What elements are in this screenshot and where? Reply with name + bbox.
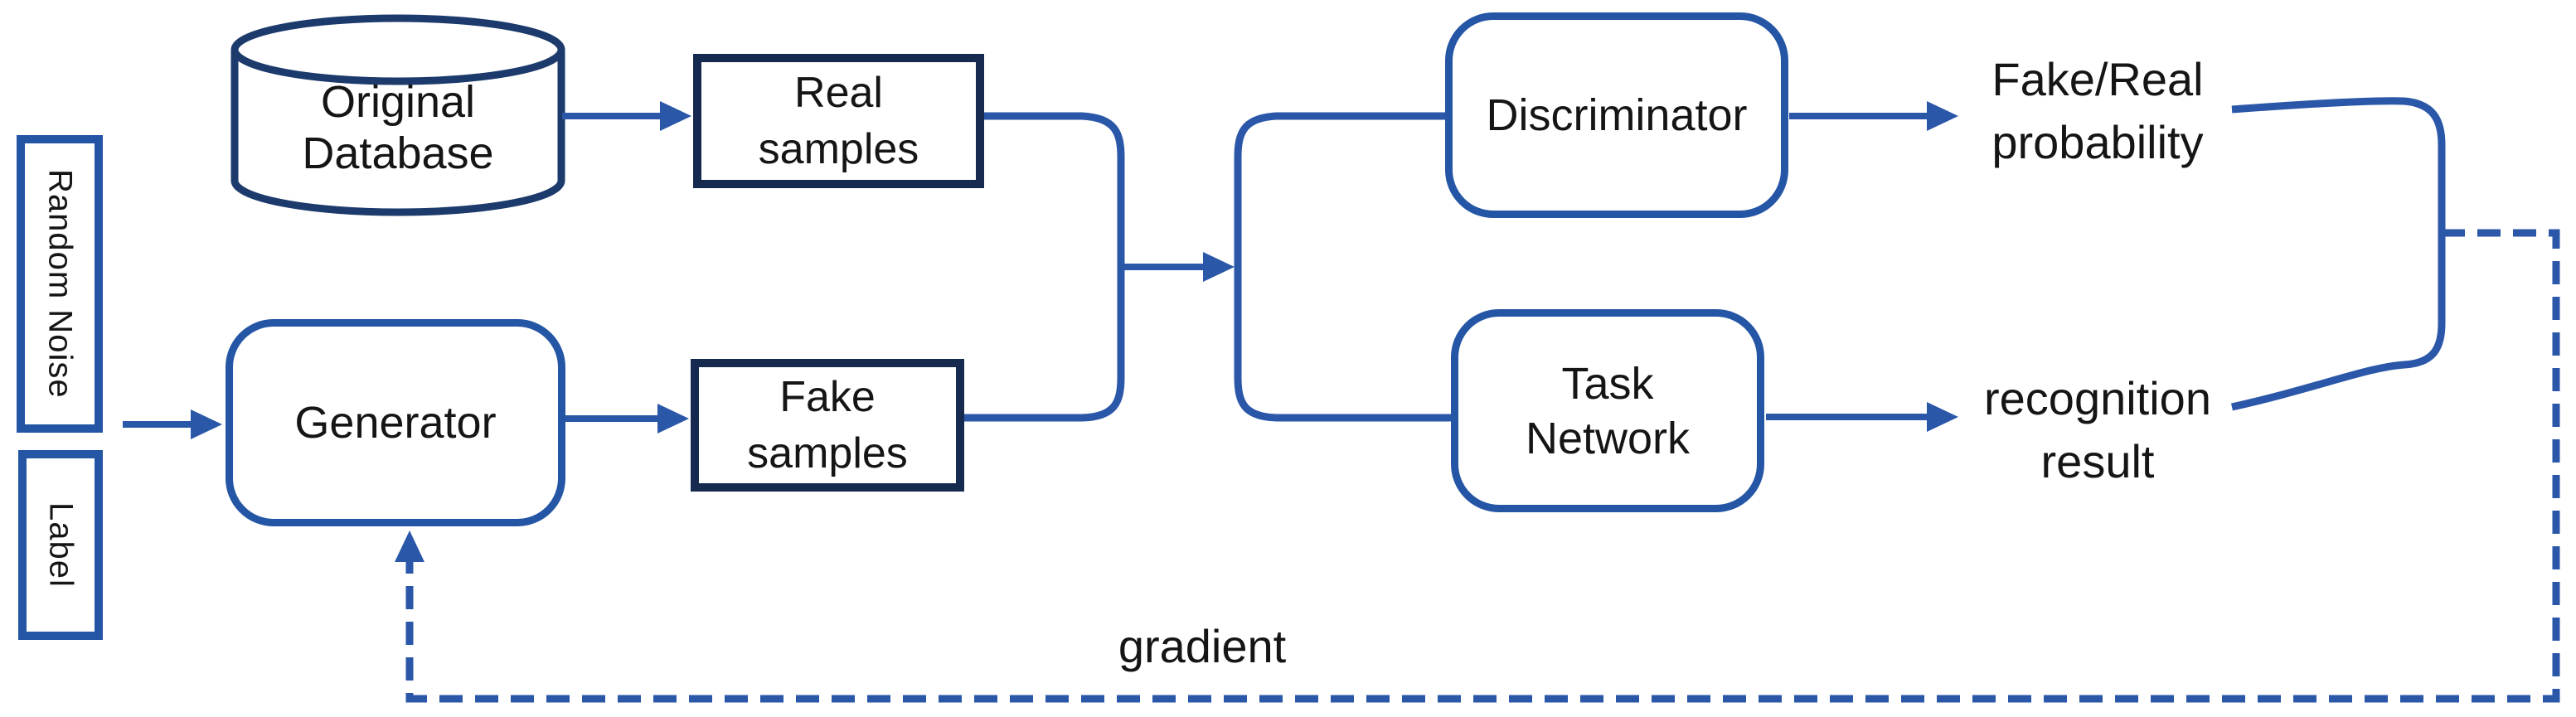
generator-box: Generator — [226, 319, 565, 526]
arrowhead-generator-to-fake-samples — [657, 404, 689, 434]
recognition-result-text: recognition result — [1984, 372, 2211, 487]
merge-bracket-samples — [964, 112, 1125, 422]
arrowhead-discriminator-to-probability — [1927, 101, 1958, 131]
cylinder-top — [230, 14, 565, 85]
fake-real-probability-text: Fake/Real probability — [1991, 53, 2204, 168]
database-cylinder-shape — [230, 14, 565, 216]
random-noise-box: Random Noise — [17, 135, 103, 433]
original-database-label: Original Database — [302, 77, 494, 178]
arrowhead-task-to-result — [1927, 402, 1958, 432]
gradient-label: gradient — [1118, 620, 1287, 672]
arrowhead-noise-to-generator — [191, 409, 222, 439]
merge-bracket-outputs — [2231, 97, 2446, 411]
split-bracket-networks — [1234, 112, 1452, 422]
arrowhead-gradient-to-generator — [395, 530, 424, 562]
cylinder-body — [230, 50, 565, 216]
real-samples-box: Real samples — [693, 54, 984, 188]
fake-samples-box: Fake samples — [691, 359, 964, 492]
task-network-box: Task Network — [1451, 309, 1764, 512]
label-box: Label — [18, 450, 103, 640]
arrowhead-database-to-real-samples — [660, 101, 691, 131]
gradient-feedback-dashed-line — [405, 229, 2560, 703]
arrowhead-merge-to-split — [1203, 252, 1235, 282]
discriminator-box: Discriminator — [1445, 12, 1788, 218]
